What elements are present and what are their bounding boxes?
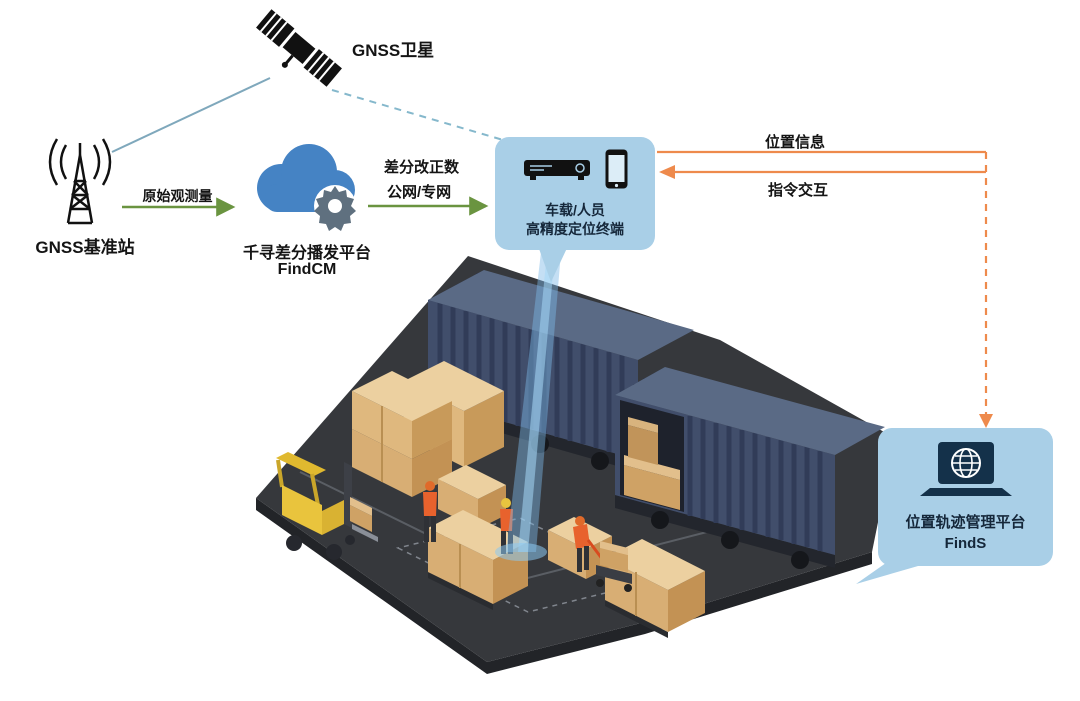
terminal-bubble: 车载/人员 高精度定位终端 xyxy=(495,137,655,250)
smartphone-icon xyxy=(604,148,629,195)
forklift xyxy=(276,452,378,560)
container-1 xyxy=(428,270,694,472)
base-station-label: GNSS基准站 xyxy=(35,238,135,257)
cloud-icon xyxy=(243,136,365,234)
satellite-terminal-link xyxy=(331,89,511,143)
cloud-platform-label: 千寻差分播发平台 xyxy=(242,245,371,262)
laptop-globe-icon xyxy=(918,440,1014,507)
position-info-label: 位置信息 xyxy=(764,134,825,151)
correction-label-1: 差分改正数 xyxy=(384,159,460,176)
terminal-label-1: 车载/人员 xyxy=(545,202,605,219)
gear-icon xyxy=(314,185,356,231)
command-label: 指令交互 xyxy=(767,182,828,199)
satellite-label: GNSS卫星 xyxy=(352,41,435,60)
gnss-satellite-icon xyxy=(252,4,347,92)
correction-label-2: 公网/专网 xyxy=(387,184,452,201)
satellite-base-link xyxy=(111,77,271,153)
management-bubble: 位置轨迹管理平台 FindS xyxy=(878,428,1053,566)
base-station-icon xyxy=(22,135,137,231)
pallet-jack xyxy=(586,539,632,592)
terminal-bubble-tail xyxy=(538,246,568,282)
container-2 xyxy=(615,367,885,569)
raw-observation-label: 原始观测量 xyxy=(142,188,213,204)
terminal-label-2: 高精度定位终端 xyxy=(526,221,624,237)
vehicle-terminal-icon xyxy=(522,154,594,189)
management-platform-name: FindS xyxy=(944,534,987,552)
positioning-beam xyxy=(495,252,561,561)
workers xyxy=(423,481,590,572)
cloud-platform-name: FindCM xyxy=(277,261,337,278)
management-platform-label: 位置轨迹管理平台 xyxy=(905,514,1026,532)
connectors xyxy=(111,77,993,584)
